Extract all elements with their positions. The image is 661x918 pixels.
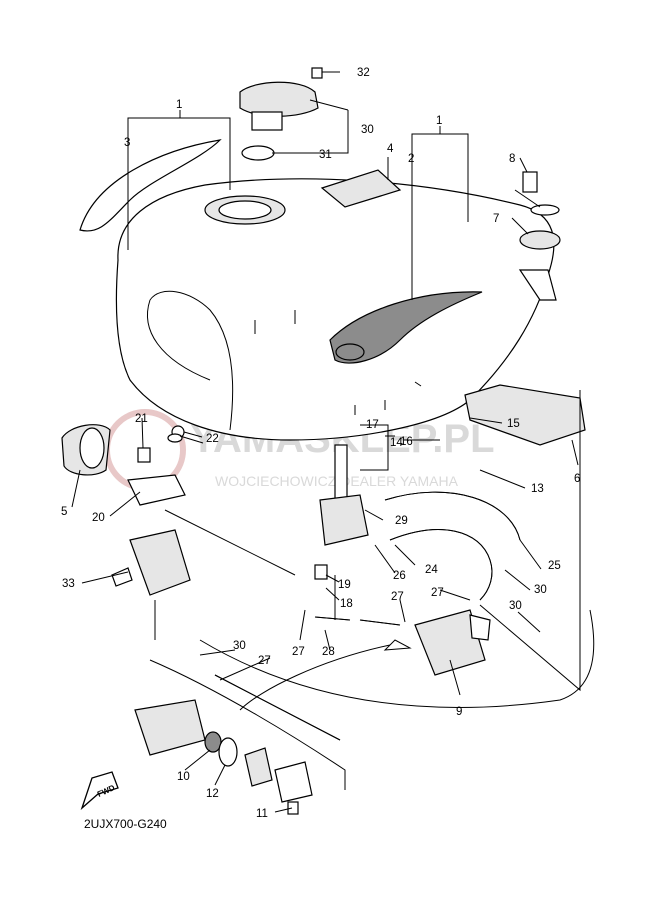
bolt-washer-grommet bbox=[519, 171, 561, 250]
callout: 6 bbox=[574, 473, 580, 485]
fuel-cock bbox=[111, 529, 191, 596]
callout: 13 bbox=[531, 483, 544, 495]
pump-inner-parts bbox=[134, 699, 313, 815]
diagram-code: 2UJX700-G240 bbox=[84, 817, 167, 831]
leader-lines bbox=[71, 71, 595, 813]
callout: 16 bbox=[400, 436, 413, 448]
callout: 28 bbox=[322, 646, 335, 658]
callout: 29 bbox=[395, 515, 408, 527]
callout: 3 bbox=[124, 137, 130, 149]
fuel-cap-assembly bbox=[239, 67, 323, 161]
callout: 21 bbox=[135, 413, 148, 425]
fuel-hoses bbox=[214, 491, 521, 741]
fuel-cock-stay bbox=[127, 425, 186, 506]
fuel-tank bbox=[115, 169, 557, 441]
callout: 1 bbox=[436, 115, 442, 127]
tank-pad bbox=[79, 139, 222, 232]
callout: 24 bbox=[425, 564, 438, 576]
callout: 19 bbox=[338, 579, 351, 591]
callout: 25 bbox=[548, 560, 561, 572]
callout: 26 bbox=[393, 570, 406, 582]
callout: 27 bbox=[431, 587, 444, 599]
callout: 1 bbox=[176, 99, 182, 111]
callout: 5 bbox=[61, 506, 67, 518]
callout: 15 bbox=[507, 418, 520, 430]
callout: 30 bbox=[361, 124, 374, 136]
callout: 22 bbox=[206, 433, 219, 445]
cushion bbox=[61, 424, 111, 476]
callout: 17 bbox=[366, 419, 379, 431]
callout: 30 bbox=[509, 600, 522, 612]
fuel-strainer-cock bbox=[314, 444, 369, 580]
callout: 27 bbox=[292, 646, 305, 658]
callout: 30 bbox=[534, 584, 547, 596]
callout: 8 bbox=[509, 153, 515, 165]
callout: 10 bbox=[177, 771, 190, 783]
callout: 31 bbox=[319, 149, 332, 161]
callout: 14 bbox=[390, 437, 403, 449]
callout: 20 bbox=[92, 512, 105, 524]
callout: 33 bbox=[62, 578, 75, 590]
callout: 7 bbox=[493, 213, 499, 225]
callout: 32 bbox=[357, 67, 370, 79]
callout: 27 bbox=[391, 591, 404, 603]
callout: 4 bbox=[387, 143, 394, 155]
callout: 27 bbox=[258, 655, 271, 667]
fuel-pump bbox=[414, 609, 491, 676]
callout: 9 bbox=[456, 706, 462, 718]
callout: 11 bbox=[256, 808, 268, 820]
callout: 18 bbox=[340, 598, 353, 610]
callout-numbers: 1 1 2 3 4 5 6 7 8 9 10 11 12 13 14 15 16… bbox=[61, 67, 580, 820]
tank-bracket bbox=[464, 384, 586, 446]
callout: 12 bbox=[206, 788, 219, 800]
callout: 2 bbox=[408, 153, 414, 165]
forward-arrow-icon: FWD bbox=[80, 771, 119, 811]
callout: 30 bbox=[233, 640, 246, 652]
